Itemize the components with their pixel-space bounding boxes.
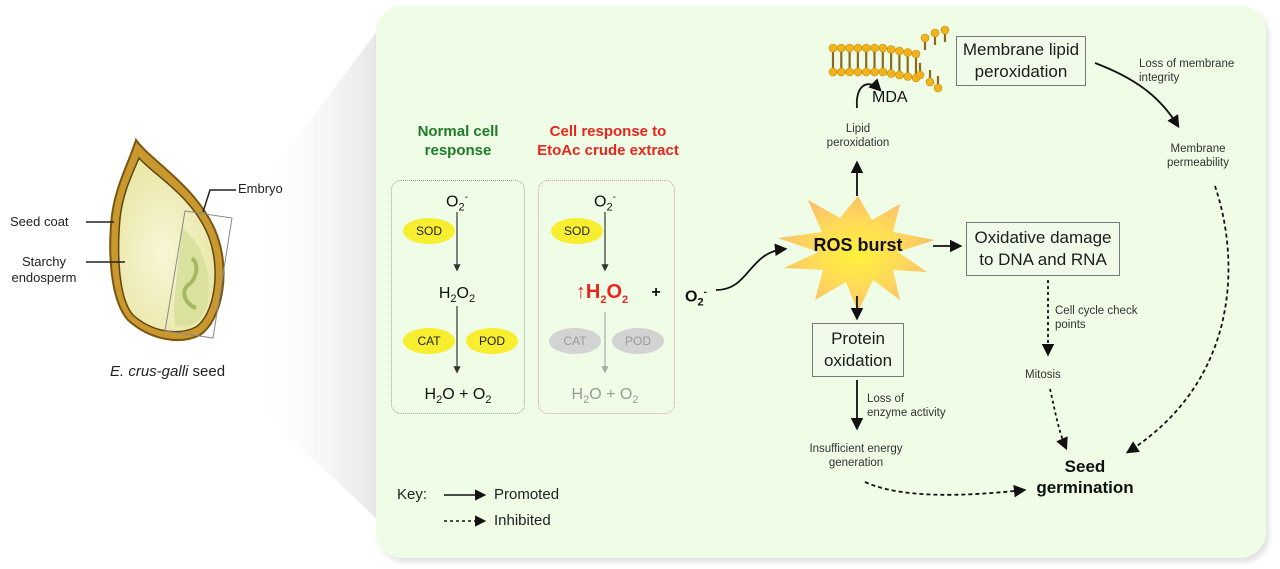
treated-title-line1: Cell response to — [549, 123, 667, 140]
mitosis-to-germination-arrow — [1049, 388, 1068, 451]
treated-h2o2-increased: ↑H2O2 — [575, 281, 629, 306]
membrane-permeability-label: Membrane permeability — [1160, 142, 1236, 170]
seed-germination-line2: germination — [1036, 478, 1134, 497]
normal-cat-enzyme: CAT — [403, 328, 455, 354]
membrane-permeability-line2: permeability — [1167, 157, 1229, 169]
protein-box-line2: oxidation — [823, 351, 893, 370]
key-inhibited-label: Inhibited — [494, 512, 551, 529]
lipid-to-mda-arrow — [856, 78, 882, 109]
treated-pod-enzyme-inactive: POD — [612, 328, 664, 354]
treated-title-line2: EtoAc crude extract — [537, 142, 679, 159]
ros-burst-label: ROS burst — [813, 235, 903, 255]
loss-enzyme-line1: Loss of — [867, 393, 905, 405]
embryo-highlight-box — [164, 210, 233, 339]
protein-oxidation-box: Protein oxidation — [812, 323, 904, 377]
membrane-permeability-line1: Membrane — [1170, 143, 1226, 155]
increase-arrow-icon: ↑ — [575, 281, 586, 303]
membrane-to-permeability-arrow — [1094, 62, 1180, 129]
cell-cycle-line1: Cell cycle check — [1055, 305, 1138, 317]
normal-response-box — [391, 180, 525, 414]
superoxide-label: O2- — [685, 287, 707, 309]
treated-sod-enzyme: SOD — [551, 218, 603, 244]
lipid-peroxidation-line1: Lipid — [845, 123, 871, 135]
insufficient-energy-label: Insufficient energy generation — [797, 442, 915, 470]
endosperm-label-line2: endosperm — [11, 270, 77, 285]
treated-title: Cell response to EtoAc crude extract — [530, 122, 686, 160]
membrane-box-line2: peroxidation — [974, 62, 1068, 81]
treated-o2-label: O2- — [594, 192, 616, 214]
permeability-to-germination-arrow — [1125, 185, 1230, 454]
normal-title: Normal cell response — [398, 122, 518, 160]
seed-germination-label: Seed germination — [1030, 456, 1140, 498]
dna-box-line2: to DNA and RNA — [979, 250, 1107, 269]
membrane-box-line1: Membrane lipid — [962, 40, 1080, 59]
treated-cat-enzyme-inactive: CAT — [549, 328, 601, 354]
seed-germination-line1: Seed — [1064, 457, 1106, 476]
normal-products-label: H2O + O2 — [424, 386, 492, 407]
insufficient-energy-line2: generation — [828, 457, 884, 469]
membrane-lipid-peroxidation-box: Membrane lipid peroxidation — [956, 36, 1086, 86]
normal-title-line1: Normal cell — [417, 123, 499, 140]
normal-sod-enzyme: SOD — [403, 218, 455, 244]
embryo-shape — [174, 228, 209, 327]
seed-caption: E. crus-galli seed — [110, 363, 225, 380]
lipid-peroxidation-label: Lipid peroxidation — [815, 122, 901, 150]
energy-to-germination-arrow — [864, 481, 1027, 498]
seed-coat-label: Seed coat — [10, 214, 69, 229]
normal-pod-enzyme: POD — [466, 328, 518, 354]
seed-caption-suffix: seed — [188, 363, 226, 380]
endosperm-label: Starchy endosperm — [6, 254, 82, 286]
key-label: Key: — [397, 486, 428, 503]
lipid-bilayer-icon — [828, 25, 950, 93]
dna-box-line1: Oxidative damage — [974, 228, 1112, 247]
mitosis-label: Mitosis — [1025, 369, 1061, 381]
zoom-connector — [250, 30, 378, 520]
loss-membrane-integrity-label: Loss of membrane integrity — [1139, 57, 1234, 85]
cell-cycle-label: Cell cycle check points — [1055, 304, 1137, 332]
insufficient-energy-line1: Insufficient energy — [809, 443, 903, 455]
seed-caption-species: E. crus-galli — [110, 363, 189, 380]
treated-response-box — [538, 180, 675, 414]
lipid-peroxidation-line2: peroxidation — [826, 137, 890, 149]
normal-title-line2: response — [424, 142, 492, 159]
cell-cycle-line2: points — [1055, 319, 1086, 331]
protein-box-line1: Protein — [831, 329, 885, 348]
o2-to-ros-arrow — [715, 243, 788, 291]
mda-label: MDA — [872, 89, 908, 106]
seed-illustration — [86, 137, 236, 341]
plus-sign: + — [651, 284, 661, 301]
key-promoted-label: Promoted — [494, 486, 560, 503]
loss-membrane-line1: Loss of membrane — [1139, 58, 1235, 70]
treated-products-label: H2O + O2 — [571, 386, 639, 407]
normal-o2-label: O2- — [446, 192, 468, 214]
loss-enzyme-line2: enzyme activity — [867, 407, 946, 419]
endosperm-label-line1: Starchy — [21, 254, 67, 269]
ros-burst-shape — [778, 196, 935, 312]
normal-h2o2-label: H2O2 — [438, 285, 476, 306]
loss-membrane-line2: integrity — [1139, 72, 1180, 84]
loss-enzyme-activity-label: Loss of enzyme activity — [867, 392, 946, 420]
embryo-label: Embryo — [238, 181, 283, 196]
dna-rna-damage-box: Oxidative damage to DNA and RNA — [966, 222, 1120, 276]
